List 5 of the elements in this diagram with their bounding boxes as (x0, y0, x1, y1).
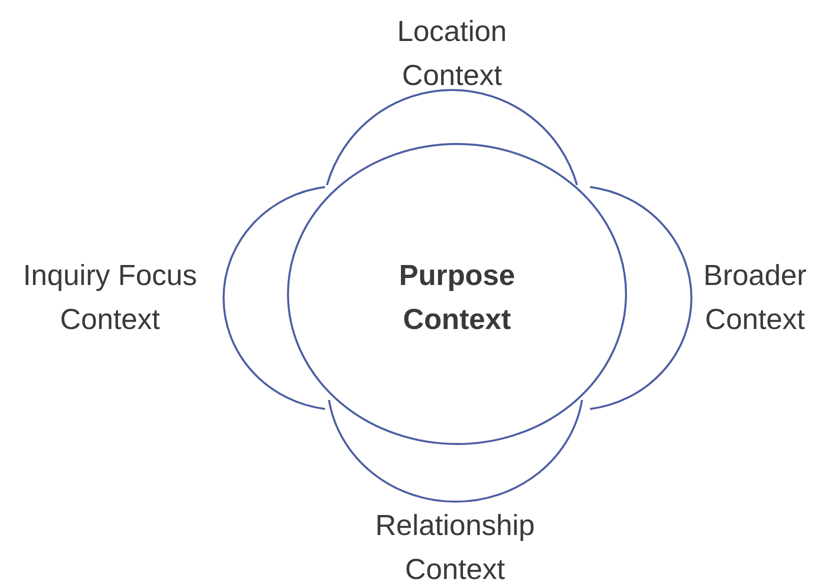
context-label: Location Context (396, 15, 508, 94)
context-label: Broader Context (702, 259, 808, 338)
context-label: Inquiry Focus Context (22, 259, 198, 338)
context-label: Purpose Context (398, 259, 516, 338)
context-label: Relationship Context (374, 509, 536, 586)
